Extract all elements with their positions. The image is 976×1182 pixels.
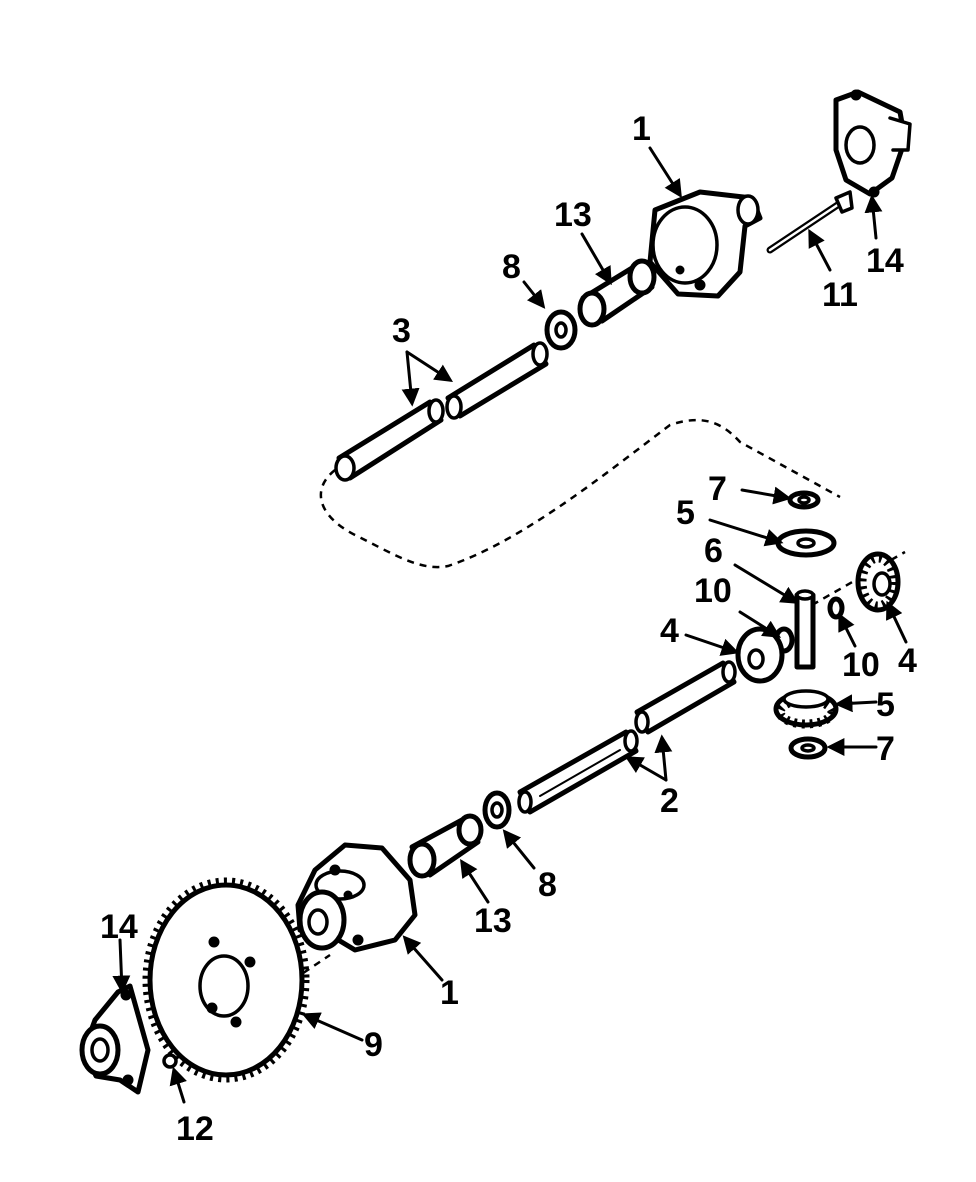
upper-axle-right [445, 341, 549, 420]
upper-washer [544, 309, 578, 351]
lower-axle-left [517, 729, 639, 815]
lower-washer-8 [482, 790, 512, 830]
callout-14-upper: 14 [866, 242, 904, 280]
upper-hub [647, 189, 763, 299]
callout-8-upper: 8 [502, 248, 521, 286]
callout-4-left: 4 [660, 612, 679, 650]
sprocket [142, 877, 310, 1083]
callout-12: 12 [176, 1110, 214, 1148]
callout-3: 3 [392, 312, 411, 350]
bevel-gear-4-left [735, 626, 785, 684]
lower-washer-5-top [775, 528, 837, 558]
callout-9: 9 [364, 1026, 383, 1064]
callout-2: 2 [660, 782, 679, 820]
upper-flange-bearing [833, 89, 912, 198]
callout-4-right: 4 [898, 642, 917, 680]
lower-bolt-12 [162, 1053, 178, 1069]
callout-13-lower: 13 [474, 902, 512, 940]
callout-1-upper: 1 [632, 110, 651, 148]
lower-sleeve [407, 813, 484, 879]
callout-6: 6 [704, 532, 723, 570]
upper-axle-left [334, 398, 445, 482]
small-washer-10-right [827, 596, 845, 620]
callout-7-lower: 7 [876, 730, 895, 768]
cross-pin [794, 589, 816, 670]
callout-7-upper: 7 [708, 470, 727, 508]
lower-washer-7-top [787, 490, 821, 510]
upper-sleeve [577, 258, 657, 328]
callout-8-lower: 8 [538, 866, 557, 904]
lower-hub [295, 842, 418, 953]
callout-5-lower: 5 [876, 686, 895, 724]
lower-axle-right [634, 660, 737, 735]
bevel-gear-5-bottom [773, 689, 839, 729]
callout-11: 11 [822, 276, 858, 314]
callout-1-lower: 1 [440, 974, 459, 1012]
lower-flange-bearing [79, 983, 151, 1095]
upper-bolt [766, 190, 854, 254]
callout-14-lower: 14 [100, 908, 138, 946]
callout-13-upper: 13 [554, 196, 592, 234]
callout-5-upper: 5 [676, 494, 695, 532]
callout-10-left: 10 [694, 572, 732, 610]
callout-10-right: 10 [842, 646, 880, 684]
bevel-gear-4-right [855, 551, 901, 613]
assembly-path-dashed [319, 418, 841, 569]
lower-washer-7-bottom [788, 736, 828, 760]
